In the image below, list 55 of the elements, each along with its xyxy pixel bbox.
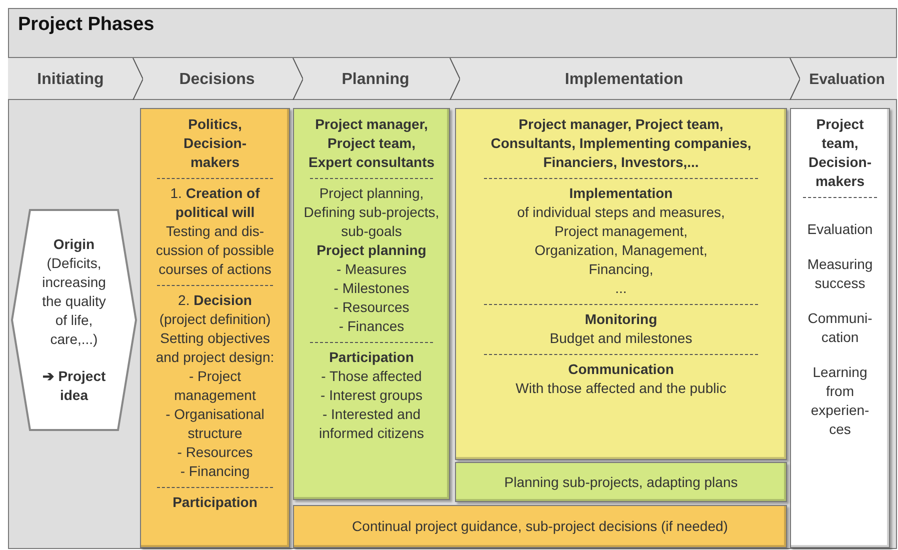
heading-text: Project manager, Project team, Consultants, Implementing companies, Financiers, Investors,...	[490, 115, 752, 172]
phase-label: Implementation	[564, 70, 684, 88]
body-text: Learning from experien-ces	[810, 363, 870, 439]
body-text: - Resources	[332, 298, 410, 317]
body-text: Project planning, Defining sub-projects, sub-goals	[302, 184, 440, 241]
body-text: Testing and dis-cussion of possible courses of actions	[154, 222, 276, 279]
phase-label: Planning	[342, 70, 410, 88]
phase-column	[293, 108, 450, 500]
phase-label: Initiating	[37, 70, 104, 88]
origin-hexagon	[10, 208, 138, 432]
heading-text: Project team, Decision-makers	[807, 115, 872, 191]
phase-column	[790, 108, 890, 548]
heading-text: Monitoring	[584, 310, 658, 329]
body-text: - Financing	[179, 462, 251, 481]
heading-text: Communication	[567, 360, 675, 379]
heading-text: Participation	[328, 348, 415, 367]
body-text: - Measures	[335, 260, 408, 279]
phase-column	[455, 108, 787, 460]
body-text: Planning sub-projects, adapting plans	[503, 472, 739, 492]
body-text: ...	[614, 279, 628, 298]
body-text: Financing,	[588, 260, 654, 279]
body-text: With those affected and the public	[514, 379, 728, 398]
diagram-title: Project Phases	[18, 14, 154, 36]
body-text: (project definition) Setting objectives and project design:	[154, 310, 276, 367]
body-text: Communi-cation	[806, 309, 874, 347]
body-text: - Resources	[176, 443, 254, 462]
phase-label: Decisions	[179, 70, 255, 88]
body-text: (Deficits, increasing the quality of life, care,...)	[41, 254, 107, 349]
body-text: Measuring success	[806, 255, 874, 293]
body-text: Budget and milestones	[548, 329, 694, 348]
heading-text: ➔ Project idea	[41, 367, 107, 405]
heading-text: Origin	[52, 235, 96, 254]
heading-text: Project manager, Project team, Expert consultants	[307, 115, 436, 172]
body-text: - Project management	[173, 367, 257, 405]
body-text: - Finances	[338, 317, 406, 336]
process-bar	[293, 505, 787, 548]
heading-text: Implementation	[568, 184, 674, 203]
body-text: - Those affected	[320, 367, 423, 386]
body-text: Project management,	[553, 222, 689, 241]
body-text: - Interested and informed citizens	[318, 405, 426, 443]
heading-text: Project planning	[316, 241, 428, 260]
body-text: Continual project guidance, sub-project decisions (if needed)	[351, 517, 729, 536]
body-text: Organization, Management,	[534, 241, 708, 260]
body-text: Evaluation	[806, 220, 874, 239]
phase-label: Evaluation	[809, 70, 885, 88]
heading-text: Participation	[172, 493, 258, 512]
body-text: - Interest groups	[320, 386, 424, 405]
body-text: - Organisational structure	[164, 405, 266, 443]
body-text: 1. Creation of political will	[169, 184, 261, 222]
process-bar	[455, 462, 787, 502]
body-text: of individual steps and measures,	[516, 203, 726, 222]
body-text: - Milestones	[332, 279, 410, 298]
phase-column	[140, 108, 290, 548]
heading-text: Politics, Decision-makers	[182, 115, 248, 172]
body-text: 2. Decision	[177, 291, 253, 310]
